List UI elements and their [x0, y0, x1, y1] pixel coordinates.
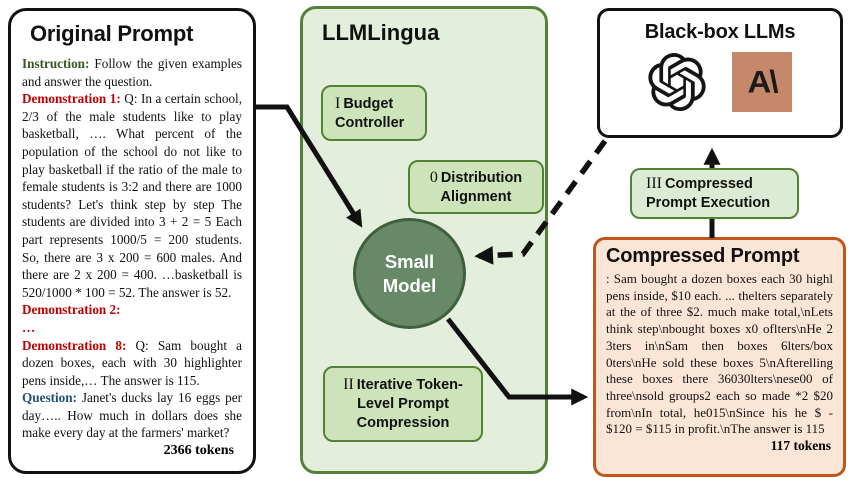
ellipsis-label: …	[22, 319, 36, 335]
question-label: Question:	[22, 390, 77, 406]
distribution-alignment-numeral: 0	[429, 168, 438, 186]
budget-controller-label: Budget Controller	[335, 95, 405, 131]
demonstration-8-text: Q: Sam bought a dozen boxes, each with 3…	[22, 337, 243, 388]
instruction-label: Instruction:	[22, 56, 90, 71]
small-model-circle: Small Model	[353, 218, 466, 329]
execution-label: Compressed Prompt Execution	[646, 176, 771, 211]
llm-logo-row: A\	[648, 52, 792, 112]
small-model-line2: Model	[382, 274, 437, 296]
compressed-prompt-panel: Compressed Prompt : Sam bought a dozen b…	[593, 237, 846, 477]
anthropic-logo-icon: A\	[732, 52, 792, 112]
anthropic-glyph: A\	[747, 63, 779, 100]
llmlingua-title: LLMLingua	[322, 20, 440, 45]
original-prompt-body: Instruction: Follow the given examples a…	[22, 55, 242, 442]
blackbox-llms-panel: Black-box LLMs A\	[597, 8, 843, 138]
compressed-token-count: 117 tokens	[770, 438, 831, 454]
execution-numeral: III	[646, 175, 662, 192]
instruction-segment: Instruction: Follow the given examples a…	[22, 55, 242, 90]
budget-controller-numeral: I	[335, 94, 341, 112]
demonstration-8-label: Demonstration 8:	[22, 337, 127, 353]
blackbox-llms-title: Black-box LLMs	[644, 21, 796, 43]
iterative-compression-numeral: II	[343, 376, 354, 393]
demonstration-8-segment: Demonstration 8: Q: Sam bought a dozen b…	[22, 337, 242, 390]
demonstration-1-segment: Demonstration 1: Q: In a certain school,…	[22, 90, 242, 301]
question-text: Janet's ducks lay 16 eggs per day….. How…	[22, 390, 243, 441]
iterative-compression-label: Iterative Token-Level Prompt Compression	[356, 377, 463, 431]
demonstration-1-label: Demonstration 1:	[22, 91, 121, 107]
question-segment: Question: Janet's ducks lay 16 eggs per …	[22, 389, 242, 442]
compressed-prompt-body: : Sam bought a dozen boxes each 30 highl…	[606, 271, 833, 437]
demonstration-2-label: Demonstration 2:	[22, 302, 121, 318]
openai-logo-icon	[648, 53, 706, 111]
original-prompt-panel: Original Prompt Instruction: Follow the …	[8, 8, 256, 474]
original-token-count: 2366 tokens	[163, 443, 234, 459]
original-prompt-title: Original Prompt	[30, 21, 194, 46]
demonstration-2-segment: Demonstration 2:	[22, 301, 242, 319]
instruction-text: Follow the given examples and answer the…	[22, 56, 242, 89]
compressed-prompt-title: Compressed Prompt	[606, 245, 800, 267]
demonstration-1-text: Q: In a certain school, 2/3 of the male …	[22, 91, 243, 300]
ellipsis-segment: …	[22, 319, 242, 337]
distribution-alignment-label: Distribution Alignment	[440, 169, 523, 205]
small-model-line1: Small	[384, 250, 435, 272]
